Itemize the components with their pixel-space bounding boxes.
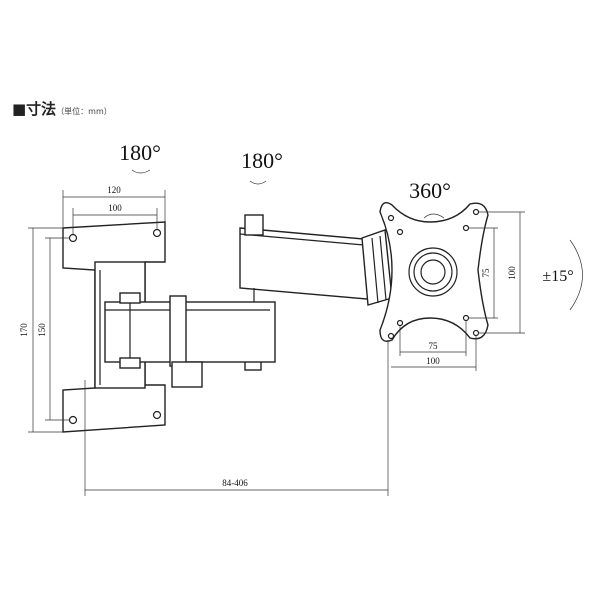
dimension-lines [28,169,583,496]
dim-vesa-75-vertical-label: 75 [481,268,491,278]
dim-170-label: 170 [19,323,29,337]
extension-arm-rear [239,214,393,371]
dim-vesa-75-horizontal-label: 75 [429,341,439,351]
tilt-label: ±15° [542,268,573,285]
section-title: ■寸法（単位：mm） [12,98,112,119]
dim-100-label: 100 [108,203,122,213]
vesa-plate [379,202,489,342]
title-text: ■寸法 [12,100,57,118]
dim-150-label: 150 [37,323,47,337]
plate-rotation-label: 360° [409,178,451,203]
wall-pivot-rotation-label: 180° [119,140,161,165]
dim-extension-label: 84-406 [222,478,248,488]
dim-vesa-100-horizontal-label: 100 [426,356,440,366]
unit-text: （単位：mm） [56,107,112,116]
dim-vesa-100-vertical-label: 100 [507,266,517,280]
arm-pivot-rotation-label: 180° [241,148,283,173]
dim-120-label: 120 [107,185,121,195]
extension-arm-front [104,292,276,388]
